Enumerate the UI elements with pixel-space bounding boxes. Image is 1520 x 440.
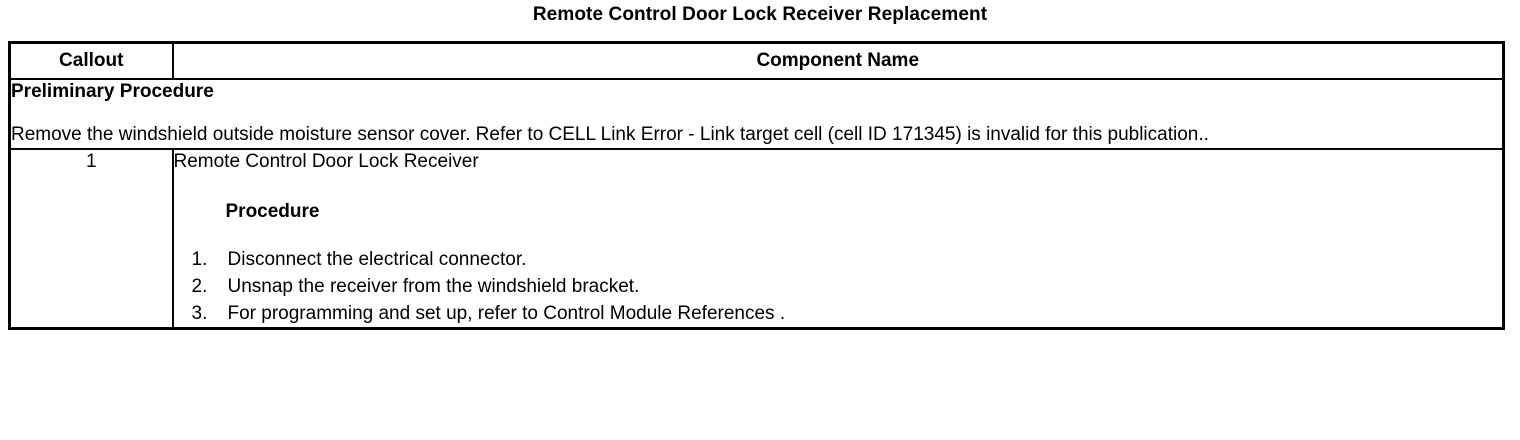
- step-text: Unsnap the receiver from the windshield …: [227, 276, 640, 297]
- preliminary-procedure-text: Remove the windshield outside moisture s…: [11, 124, 1209, 145]
- list-item: 2. Unsnap the receiver from the windshie…: [174, 273, 1503, 300]
- procedure-step-list: 1. Disconnect the electrical connector. …: [174, 246, 1503, 327]
- callout-number-cell: 1: [8, 148, 174, 330]
- column-header-callout: Callout: [8, 41, 174, 80]
- step-text: Disconnect the electrical connector.: [227, 249, 527, 270]
- table-header-row: Callout Component Name: [8, 41, 1505, 80]
- preliminary-procedure-cell: Preliminary Procedure Remove the windshi…: [8, 78, 1505, 150]
- procedure-subheading: Procedure: [225, 201, 320, 222]
- component-detail-cell: Remote Control Door Lock Receiver Proced…: [171, 148, 1505, 330]
- preliminary-procedure-heading: Preliminary Procedure: [11, 81, 214, 102]
- step-text: For programming and set up, refer to Con…: [227, 303, 786, 324]
- preliminary-procedure-row: Preliminary Procedure Remove the windshi…: [8, 78, 1505, 150]
- column-header-component-name: Component Name: [171, 41, 1505, 80]
- list-item: 3. For programming and set up, refer to …: [174, 300, 1503, 327]
- table-row: 1 Remote Control Door Lock Receiver Proc…: [8, 148, 1505, 330]
- list-item: 1. Disconnect the electrical connector.: [174, 246, 1503, 273]
- component-name-text: Remote Control Door Lock Receiver: [173, 151, 479, 172]
- page-title: Remote Control Door Lock Receiver Replac…: [532, 4, 988, 25]
- step-number: 1.: [191, 249, 208, 270]
- step-number: 3.: [191, 303, 208, 324]
- step-number: 2.: [191, 276, 208, 297]
- procedure-table: Callout Component Name Preliminary Proce…: [8, 41, 1505, 330]
